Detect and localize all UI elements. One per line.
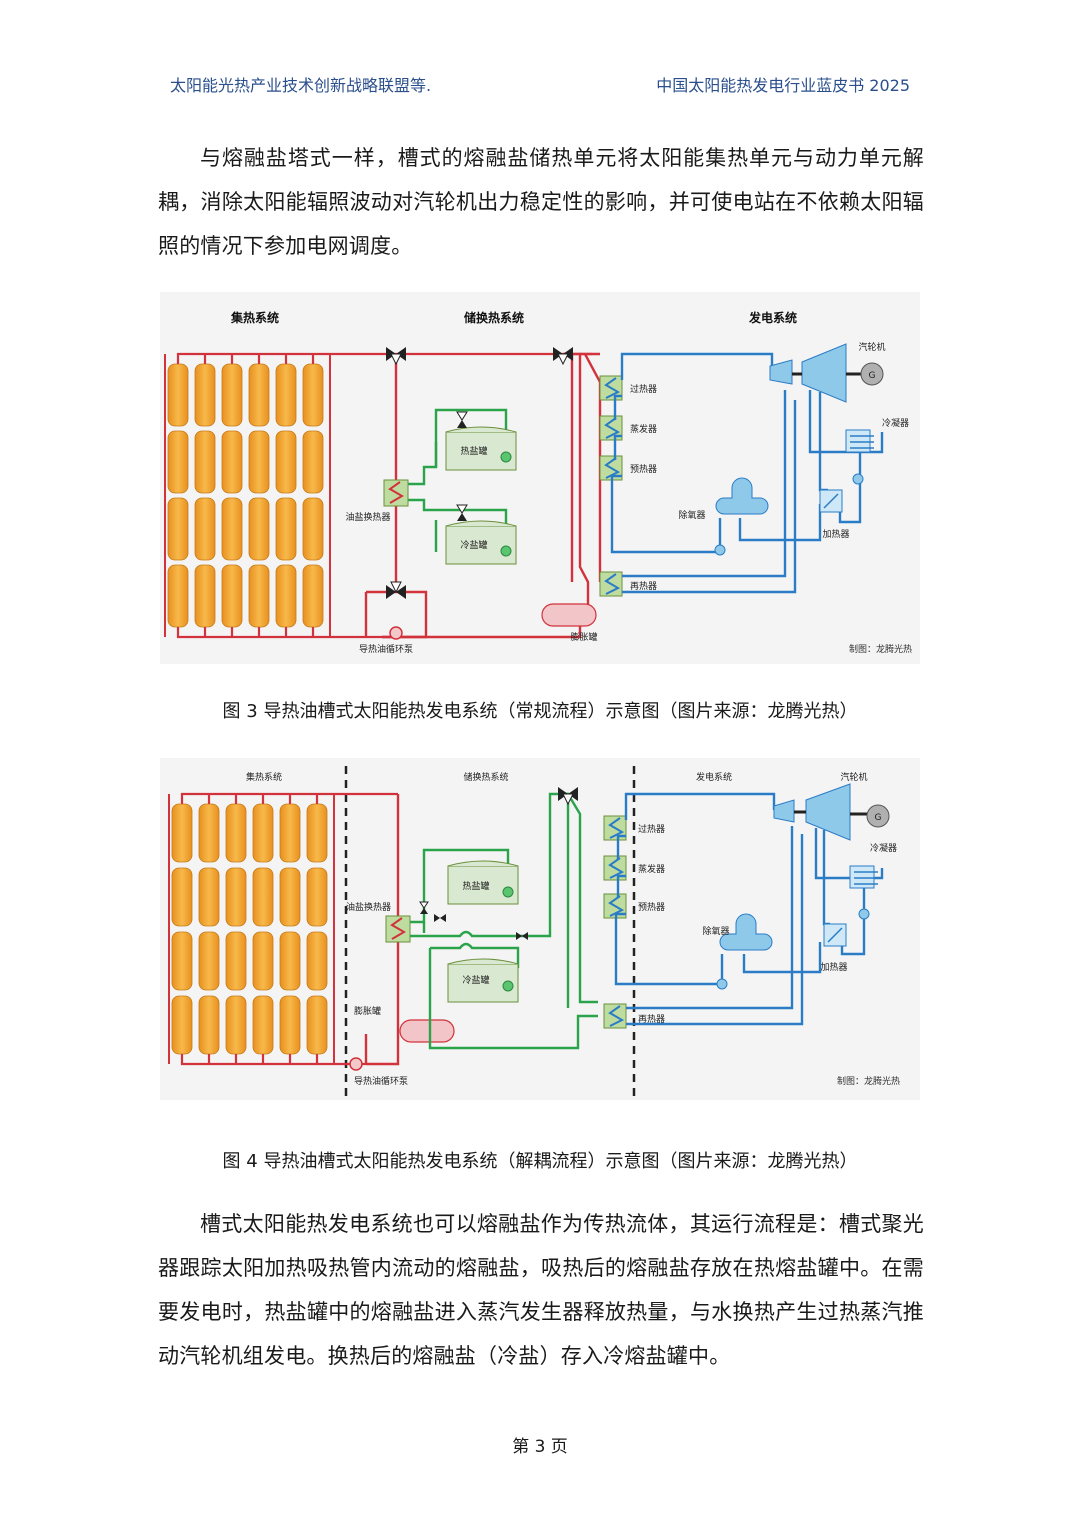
heater-label: 加热器 <box>820 961 847 973</box>
oil-loop <box>364 794 400 1066</box>
cold-salt-tank <box>445 525 517 565</box>
valve <box>386 581 406 599</box>
generator-icon <box>860 362 884 386</box>
section-storage-label: 储换热系统 <box>464 310 524 325</box>
cold-salt-tank-label: 冷盐罐 <box>462 974 489 986</box>
expansion-tank <box>541 603 597 627</box>
water-loop <box>614 792 884 1026</box>
figure-decoupled-flow: 集热系统 储换热系统 发电系统 汽轮机 导热油循环泵 膨胀罐 油盐换热器 <box>160 758 920 1100</box>
turbine-hp-icon <box>769 359 793 385</box>
svg-text:G: G <box>875 813 882 823</box>
valve <box>456 504 468 521</box>
deaerator-icon <box>715 477 769 515</box>
section-storage-label: 储换热系统 <box>463 771 508 783</box>
evaporator-label: 蒸发器 <box>630 423 657 435</box>
paragraph-molten-salt-flow: 槽式太阳能热发电系统也可以熔融盐作为传热流体，其运行流程是：槽式聚光器跟踪太阳加… <box>158 1212 924 1368</box>
valve <box>386 347 406 366</box>
header-right: 中国太阳能热发电行业蓝皮书 2025 <box>656 76 910 95</box>
evaporator <box>599 415 623 441</box>
deaerator-label: 除氧器 <box>678 509 705 521</box>
figure-conventional-flow: 集热系统 储换热系统 发电系统 导 <box>160 292 920 664</box>
valve <box>434 914 446 922</box>
salt-loop <box>408 408 508 552</box>
reheater-label: 再热器 <box>630 580 657 592</box>
turbine-lp-icon <box>805 783 851 841</box>
expansion-tank-label: 膨胀罐 <box>570 631 597 643</box>
superheater <box>603 815 627 841</box>
turbine-label: 汽轮机 <box>858 341 885 353</box>
turbine-lp-icon <box>801 343 847 403</box>
cold-salt-tank-label: 冷盐罐 <box>460 539 487 551</box>
pump-label: 导热油循环泵 <box>359 643 413 655</box>
figure-credit: 制图：龙腾光热 <box>837 1075 900 1087</box>
pump-label: 导热油循环泵 <box>354 1075 408 1087</box>
oil-salt-hx-label: 油盐换热器 <box>346 901 391 913</box>
condenser-label: 冷凝器 <box>870 842 897 854</box>
superheater <box>599 375 623 401</box>
superheater-label: 过热器 <box>638 823 665 835</box>
section-power-label: 发电系统 <box>748 310 797 325</box>
valve <box>558 787 578 806</box>
figure-credit: 制图：龙腾光热 <box>849 643 912 655</box>
figure-caption: 图 4 导热油槽式太阳能热发电系统（解耦流程）示意图（图片来源：龙腾光热） <box>222 1151 858 1172</box>
pump-icon <box>389 626 403 640</box>
superheater-label: 过热器 <box>630 383 657 395</box>
page-number: 第 3 页 <box>512 1437 568 1457</box>
reheater-label: 再热器 <box>638 1013 665 1025</box>
preheater-label: 预热器 <box>638 901 665 913</box>
expansion-tank-label: 膨胀罐 <box>354 1005 381 1017</box>
reheater <box>603 1003 627 1029</box>
header-left: 太阳能光热产业技术创新战略联盟等. <box>170 76 432 95</box>
expansion-tank <box>399 1019 455 1043</box>
valve <box>456 411 468 428</box>
turbine-label: 汽轮机 <box>840 771 867 783</box>
heater-label: 加热器 <box>822 528 849 540</box>
hot-salt-tank <box>445 431 517 471</box>
figure-caption: 图 3 导热油槽式太阳能热发电系统（常规流程）示意图（图片来源：龙腾光热） <box>222 701 858 722</box>
generator-icon <box>866 804 890 828</box>
collector-field <box>164 352 592 639</box>
evaporator-label: 蒸发器 <box>638 863 665 875</box>
pump-icon <box>349 1057 363 1071</box>
turbine-hp-icon <box>773 799 795 823</box>
collector-field <box>168 792 398 1066</box>
deaerator-icon <box>719 913 773 951</box>
cold-salt-tank <box>447 963 519 1003</box>
paragraph-decoupling: 与熔融盐塔式一样，槽式的熔融盐储热单元将太阳能集热单元与动力单元解耦，消除太阳能… <box>158 146 924 258</box>
oil-salt-hx-label: 油盐换热器 <box>345 511 390 523</box>
section-collector-label: 集热系统 <box>246 771 282 783</box>
hot-salt-tank-label: 热盐罐 <box>462 880 489 892</box>
reheater <box>599 571 623 597</box>
condenser-label: 冷凝器 <box>882 417 909 429</box>
preheater-label: 预热器 <box>630 463 657 475</box>
hot-salt-tank-label: 热盐罐 <box>460 445 487 457</box>
section-power-label: 发电系统 <box>696 771 732 783</box>
valve <box>419 901 429 914</box>
section-collector-label: 集热系统 <box>230 310 279 325</box>
valve <box>553 347 573 366</box>
deaerator-label: 除氧器 <box>702 925 729 937</box>
evaporator <box>603 855 627 881</box>
svg-text:G: G <box>869 371 876 381</box>
valve <box>516 932 528 940</box>
